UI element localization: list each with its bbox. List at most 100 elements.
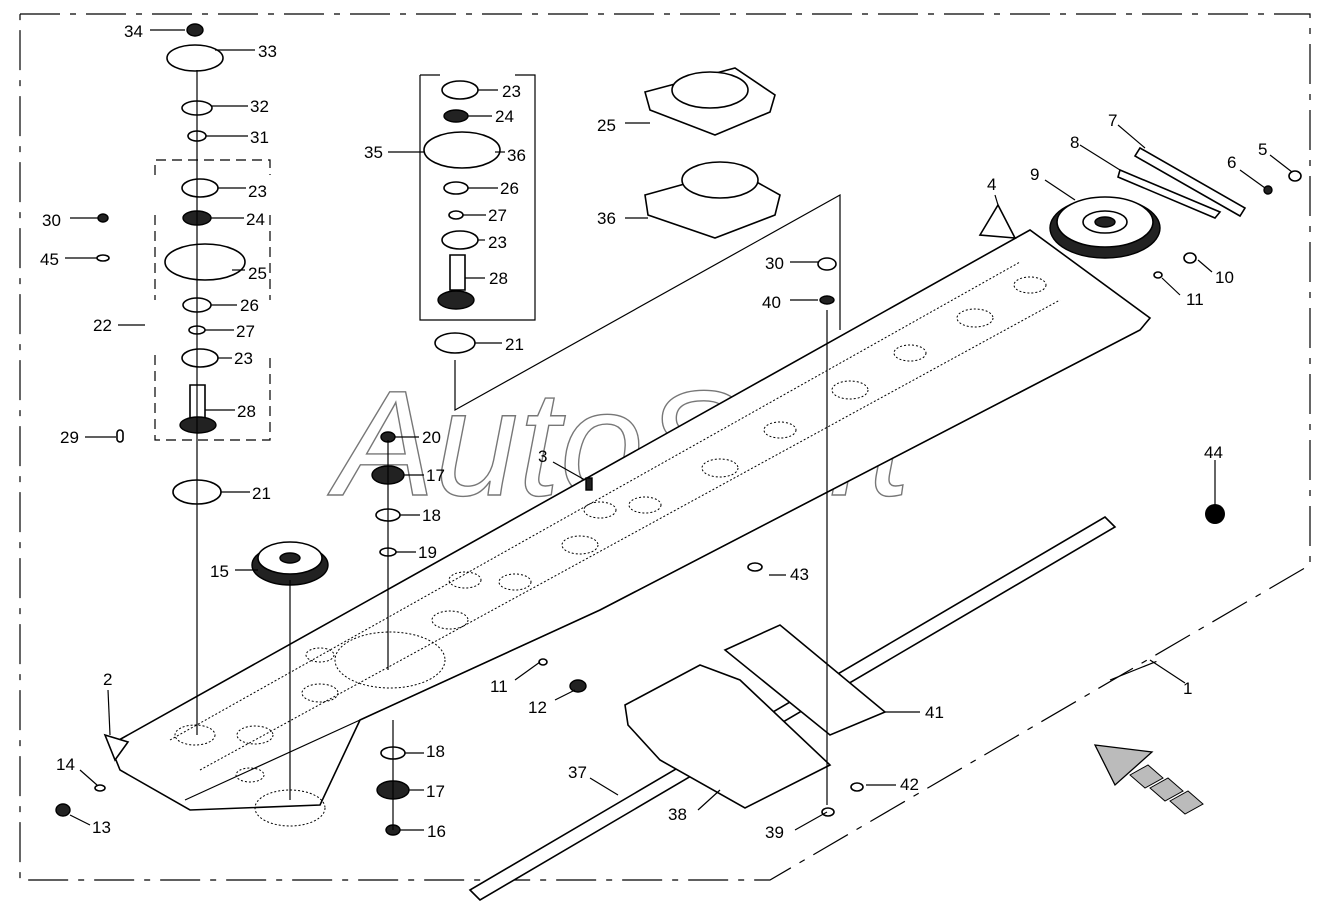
left-bearing-stack xyxy=(154,23,271,505)
bolt-5 xyxy=(1288,170,1302,182)
bolt-13 xyxy=(55,803,71,817)
callout-label-31: 31 xyxy=(250,128,269,147)
callout-label-24: 24 xyxy=(246,210,265,229)
middle-bearing-stack xyxy=(419,74,536,354)
plug-12 xyxy=(569,679,587,693)
nut-30 xyxy=(97,213,109,223)
washer-40 xyxy=(819,295,835,305)
idler-gear xyxy=(1049,196,1161,259)
callout-label-36: 36 xyxy=(597,209,616,228)
marker-dot-44 xyxy=(1205,504,1225,524)
callout-label-20: 20 xyxy=(422,428,441,447)
callout-label-27: 27 xyxy=(488,206,507,225)
pin-29 xyxy=(116,429,124,443)
callout-label-27: 27 xyxy=(236,322,255,341)
callout-label-25: 25 xyxy=(248,264,267,283)
callout-label-23: 23 xyxy=(502,82,521,101)
callout-label-33: 33 xyxy=(258,42,277,61)
callout-leader-11 xyxy=(1161,277,1181,296)
washer-45 xyxy=(96,254,110,262)
callout-label-1: 1 xyxy=(1183,679,1192,698)
cover-2 xyxy=(103,733,130,762)
bracket-bar xyxy=(1133,146,1247,218)
callout-label-22: 22 xyxy=(93,316,112,335)
callout-label-10: 10 xyxy=(1215,268,1234,287)
callout-label-28: 28 xyxy=(489,269,508,288)
bearing-housing-25-bore xyxy=(671,71,749,109)
callout-leader-38 xyxy=(697,789,721,811)
callout-leader-6 xyxy=(1239,169,1266,189)
washer-11b xyxy=(1153,271,1163,279)
callout-leader-10 xyxy=(1197,259,1213,273)
assembly-line-1 xyxy=(1109,659,1161,681)
callout-label-11: 11 xyxy=(490,677,508,696)
callout-label-40: 40 xyxy=(762,293,781,312)
callout-label-29: 29 xyxy=(60,428,79,447)
callout-leader-2 xyxy=(107,689,111,736)
callout-label-15: 15 xyxy=(210,562,229,581)
callout-label-25: 25 xyxy=(597,116,616,135)
callout-label-43: 43 xyxy=(790,565,809,584)
cover-4 xyxy=(978,203,1017,239)
callout-label-14: 14 xyxy=(56,755,75,774)
callout-label-18: 18 xyxy=(422,506,441,525)
callout-leader-13 xyxy=(69,814,91,826)
callout-leader-9 xyxy=(1044,179,1076,201)
spacer-bar xyxy=(1117,168,1222,219)
bolt-10 xyxy=(1183,252,1197,264)
callout-label-5: 5 xyxy=(1258,140,1267,159)
callout-label-18: 18 xyxy=(426,742,445,761)
screw-3 xyxy=(585,477,593,491)
callout-label-8: 8 xyxy=(1070,133,1079,152)
callout-label-42: 42 xyxy=(900,775,919,794)
callout-leader-39 xyxy=(794,811,828,831)
washer-14 xyxy=(94,784,106,792)
drive-gear xyxy=(251,541,329,586)
callout-leader-3 xyxy=(552,461,586,481)
washer-11 xyxy=(538,658,548,666)
callout-label-9: 9 xyxy=(1030,165,1039,184)
callout-label-28: 28 xyxy=(237,402,256,421)
callout-label-41: 41 xyxy=(925,703,944,722)
callout-label-30: 30 xyxy=(42,211,61,230)
callout-label-26: 26 xyxy=(500,179,519,198)
callout-leader-7 xyxy=(1117,124,1146,149)
callout-leader-37 xyxy=(589,777,619,796)
bearing-housing-36-bore xyxy=(681,161,759,199)
callout-label-21: 21 xyxy=(505,335,524,354)
callout-label-4: 4 xyxy=(987,175,996,194)
cutter-bar-housing xyxy=(108,229,1152,827)
callout-label-6: 6 xyxy=(1227,153,1236,172)
callout-leader-1 xyxy=(1149,659,1186,684)
callout-label-12: 12 xyxy=(528,698,547,717)
callout-label-17: 17 xyxy=(426,466,445,485)
callout-leader-14 xyxy=(79,769,98,786)
callout-label-44: 44 xyxy=(1204,443,1223,462)
skid-plate xyxy=(624,664,832,809)
callout-label-32: 32 xyxy=(250,97,269,116)
callout-label-36: 36 xyxy=(507,146,526,165)
callout-label-13: 13 xyxy=(92,818,111,837)
screw-39 xyxy=(821,807,835,817)
main-gear xyxy=(334,631,446,689)
callout-leader-11 xyxy=(514,661,541,681)
callout-label-39: 39 xyxy=(765,823,784,842)
screw-43 xyxy=(747,562,763,572)
callout-label-34: 34 xyxy=(124,22,143,41)
callout-label-23: 23 xyxy=(248,182,267,201)
callout-label-38: 38 xyxy=(668,805,687,824)
callout-label-2: 2 xyxy=(103,670,112,689)
callout-label-26: 26 xyxy=(240,296,259,315)
callout-label-37: 37 xyxy=(568,763,587,782)
knife-bar xyxy=(468,515,1117,902)
nut-30b xyxy=(817,257,837,271)
callout-leader-4 xyxy=(994,194,999,206)
callout-label-21: 21 xyxy=(252,484,271,503)
assembly-boundary xyxy=(19,13,1311,881)
assembly-line-4 xyxy=(387,440,394,830)
nut-6 xyxy=(1263,185,1273,195)
callout-leader-12 xyxy=(554,689,576,701)
callout-label-23: 23 xyxy=(234,349,253,368)
